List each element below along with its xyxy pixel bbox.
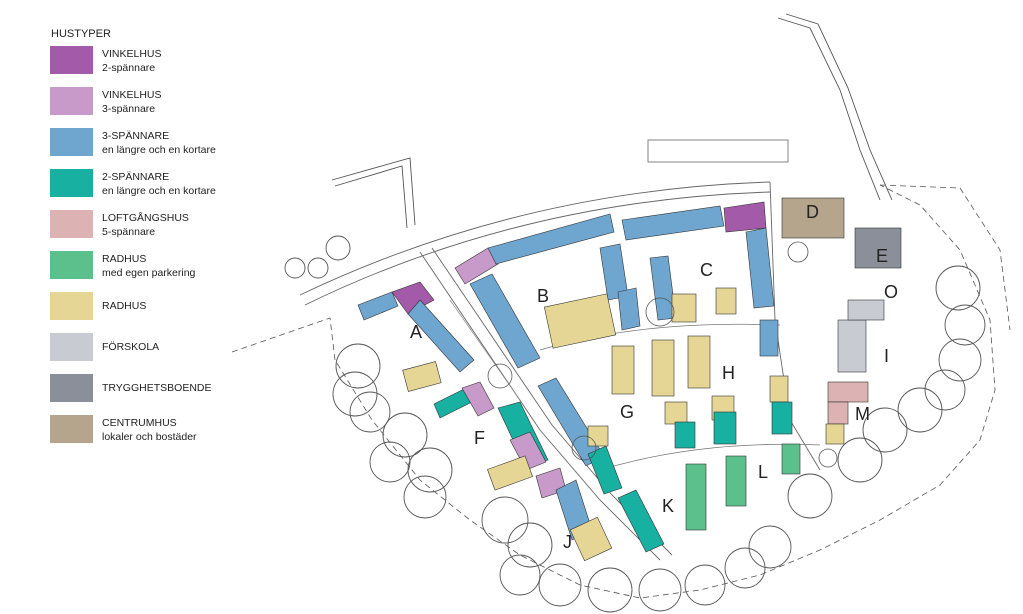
zone-label-e: E [876,246,888,266]
site-boundary [231,184,996,599]
legend-label: 3-SPÄNNARE [102,130,170,142]
zone-a-buildings [357,281,475,392]
legend-swatch [50,374,93,402]
legend-item-radhus-parkering: RADHUS med egen parkering [50,251,270,292]
roundabouts [487,241,838,468]
legend-swatch [50,415,93,443]
zone-label-i: I [884,346,889,366]
road-nw [331,157,416,226]
legend-sublabel: 3-spännare [102,103,156,115]
zone-h-buildings [687,319,793,445]
parking-north [647,139,789,163]
zone-b-buildings [454,213,641,369]
zone-j-buildings [535,467,613,562]
zone-label-h: H [722,363,735,383]
legend-sublabel: en längre och en kortare [102,185,216,197]
street-diagonal [419,251,661,561]
zone-kl-buildings [617,443,801,553]
legend-label: FÖRSKOLA [102,341,160,353]
access-road-ne-2 [785,13,893,201]
zone-label-j: J [563,532,572,552]
zone-label-k: K [662,496,674,516]
legend-swatch [50,251,93,279]
zone-label-m: M [855,404,870,424]
legend-title: HUSTYPER [51,28,111,40]
legend-swatch [50,169,93,197]
tree-circles [284,235,986,613]
legend-sublabel: 5-spännare [102,226,156,238]
zone-label-f: F [474,428,485,448]
zone-center-buildings [781,197,902,445]
legend-swatch [50,46,93,74]
legend-item-vinkelhus-3: VINKELHUS 3-spännare [50,87,270,128]
legend-sublabel: med egen parkering [102,267,196,279]
legend-item-centrumhus: CENTRUMHUS lokaler och bostäder [50,415,270,456]
legend-item-loftgangshus: LOFTGÅNGSHUS 5-spännare [50,210,270,251]
legend-item-2-spannare: 2-SPÄNNARE en längre och en kortare [50,169,270,210]
east-boundary [879,184,1011,331]
street-north-inner [304,191,771,306]
zone-label-g: G [620,402,634,422]
legend-swatch [50,128,93,156]
access-road-ne [777,17,881,201]
legend-item-radhus: RADHUS [50,292,270,333]
legend-sublabel: 2-spännare [102,62,156,74]
legend-label: RADHUS [102,300,147,312]
road-nw-2 [334,165,408,229]
legend-label: VINKELHUS [102,89,162,101]
legend-label: RADHUS [102,253,147,265]
street-east [769,181,821,471]
legend-swatch [50,333,93,361]
legend-label: TRYGGHETSBOENDE [102,382,212,394]
legend-swatch [50,292,93,320]
street-north [299,181,771,296]
legend-sublabel: en längre och en kortare [102,144,216,156]
zone-label-l: L [758,462,768,482]
legend-label: CENTRUMHUS [102,417,177,429]
legend: HUSTYPER VINKELHUS 2-spännare VINKELHUS 3-… [50,28,270,456]
legend-item-trygghetsboende: TRYGGHETSBOENDE [50,374,270,415]
legend-label: 2-SPÄNNARE [102,171,170,183]
legend-swatch [50,87,93,115]
legend-label: LOFTGÅNGSHUS [102,212,189,224]
zone-c-buildings [621,201,775,323]
zone-label-b: B [537,286,549,306]
zone-label-a: A [410,322,422,342]
zone-label-o: O [884,282,898,302]
legend-item-forskola: FÖRSKOLA [50,333,270,374]
street-inner-west [449,299,521,401]
legend-swatch [50,210,93,238]
legend-sublabel: lokaler och bostäder [102,431,197,443]
legend-label: VINKELHUS [102,48,162,60]
zone-label-c: C [700,260,713,280]
legend-item-vinkelhus-2: VINKELHUS 2-spännare [50,46,270,87]
zone-g-buildings [537,339,696,495]
zone-f-buildings [433,381,549,491]
legend-item-3-spannare: 3-SPÄNNARE en längre och en kortare [50,128,270,169]
zone-label-d: D [806,202,819,222]
